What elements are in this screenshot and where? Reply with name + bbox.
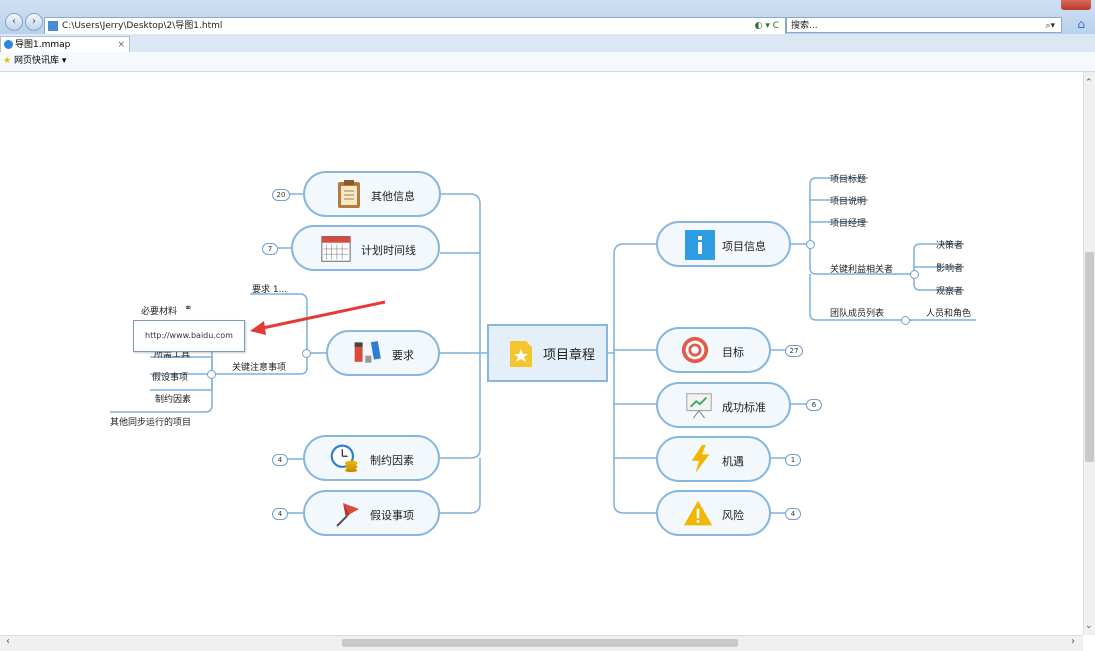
topic-label: 计划时间线: [361, 244, 416, 257]
topic-requirements[interactable]: 要求: [326, 330, 440, 376]
browser-chrome: ‹ › C:\Users\Jerry\Desktop\2\导图1.html ◐ …: [0, 0, 1095, 72]
annotation-arrow: [257, 300, 386, 331]
calendar-icon: [321, 236, 351, 262]
pushpin-icon: [336, 503, 359, 527]
target-icon: [681, 336, 709, 364]
topic-project-info[interactable]: 项目信息: [656, 221, 791, 267]
subtopic[interactable]: 所需工具: [154, 350, 191, 360]
subtopic[interactable]: 制约因素: [155, 395, 192, 405]
document-star-icon: [510, 341, 532, 367]
topic-constraints[interactable]: 制约因素: [303, 435, 440, 481]
topic-label: 其他信息: [371, 190, 415, 203]
clock-coins-icon: [330, 444, 358, 473]
page-icon: [48, 21, 58, 31]
address-text: C:\Users\Jerry\Desktop\2\导图1.html: [62, 21, 223, 31]
clipboard-icon: [338, 180, 360, 208]
topic-label: 目标: [722, 346, 744, 359]
topic-assumptions[interactable]: 假设事项: [303, 490, 440, 536]
subtopic[interactable]: 关键注意事项: [232, 363, 287, 373]
web-slice-gallery[interactable]: 网页快讯库 ▾: [13, 56, 67, 66]
collapse-toggle[interactable]: [207, 370, 216, 379]
topic-label: 风险: [722, 509, 744, 522]
subtopic[interactable]: 项目经理: [830, 219, 867, 229]
topic-label: 成功标准: [722, 401, 766, 414]
topic-other-info[interactable]: 其他信息: [303, 171, 441, 217]
tab-strip: 导图1.mmap ×: [0, 34, 1095, 53]
refresh-icon[interactable]: ◐ ▾ C: [754, 21, 779, 31]
window-close-button[interactable]: [1061, 0, 1091, 10]
topic-label: 项目信息: [722, 240, 766, 253]
horizontal-scrollbar[interactable]: ‹ ›: [0, 635, 1083, 651]
home-icon[interactable]: ⌂: [1077, 17, 1085, 31]
tab-close-icon[interactable]: ×: [117, 40, 125, 50]
search-input[interactable]: 搜索... ⌕▾: [786, 17, 1062, 33]
count-badge[interactable]: 6: [806, 399, 822, 411]
subtopic[interactable]: 人员和角色: [926, 309, 972, 319]
subtopic[interactable]: 关键利益相关者: [830, 265, 894, 275]
markers-icon: [354, 341, 381, 363]
central-topic-label: 项目章程: [543, 348, 596, 363]
topic-label: 要求: [392, 349, 414, 362]
topic-success-criteria[interactable]: 成功标准: [656, 382, 791, 428]
tab-mindmap[interactable]: 导图1.mmap ×: [0, 36, 130, 52]
topic-opportunities[interactable]: 机遇: [656, 436, 771, 482]
count-badge[interactable]: 4: [785, 508, 801, 520]
collapse-toggle[interactable]: [910, 270, 919, 279]
topic-label: 制约因素: [370, 454, 414, 467]
horizontal-scroll-thumb[interactable]: [342, 639, 738, 647]
topic-timeline[interactable]: 计划时间线: [291, 225, 440, 271]
subtopic[interactable]: 影响者: [936, 264, 964, 274]
count-badge[interactable]: 4: [272, 454, 288, 466]
subtopic[interactable]: 项目标题: [830, 175, 867, 185]
vertical-scrollbar[interactable]: ⌃ ⌄: [1083, 72, 1095, 635]
count-badge[interactable]: 1: [785, 454, 801, 466]
scroll-down-icon[interactable]: ⌄: [1085, 621, 1093, 631]
count-badge[interactable]: 20: [272, 189, 290, 201]
count-badge[interactable]: 4: [272, 508, 288, 520]
scroll-left-icon[interactable]: ‹: [6, 636, 10, 647]
forward-button[interactable]: ›: [25, 13, 43, 31]
count-badge[interactable]: 27: [785, 345, 803, 357]
search-icon[interactable]: ⌕▾: [1045, 21, 1055, 31]
ie-icon: [4, 40, 13, 49]
collapse-toggle[interactable]: [806, 240, 815, 249]
topic-label: 机遇: [722, 455, 744, 468]
scroll-right-icon[interactable]: ›: [1071, 636, 1075, 647]
collapse-toggle[interactable]: [302, 349, 311, 358]
address-bar[interactable]: C:\Users\Jerry\Desktop\2\导图1.html ◐ ▾ C: [44, 17, 786, 35]
lightning-icon: [691, 444, 710, 474]
info-icon: [685, 230, 715, 260]
subtopic[interactable]: 要求 1...: [252, 285, 288, 295]
count-badge[interactable]: 7: [262, 243, 278, 255]
search-placeholder: 搜索...: [791, 21, 818, 31]
favorites-bar: ★ 网页快讯库 ▾: [0, 52, 1095, 72]
annotation-arrowhead: [250, 321, 266, 335]
back-button[interactable]: ‹: [5, 13, 23, 31]
subtopic[interactable]: 必要材料: [141, 307, 178, 317]
subtopic[interactable]: 假设事项: [152, 373, 189, 383]
topic-label: 假设事项: [370, 509, 414, 522]
chart-board-icon: [686, 393, 712, 419]
subtopic[interactable]: 观察者: [936, 287, 964, 297]
warning-icon: [683, 500, 713, 526]
subtopic[interactable]: 其他同步运行的项目: [110, 418, 192, 428]
topic-goals[interactable]: 目标: [656, 327, 771, 373]
scroll-up-icon[interactable]: ⌃: [1085, 78, 1093, 88]
tab-title: 导图1.mmap: [15, 40, 71, 50]
central-topic[interactable]: 项目章程: [487, 324, 608, 382]
subtopic[interactable]: 决策者: [936, 241, 964, 251]
subtopic[interactable]: 团队成员列表: [830, 309, 885, 319]
title-bar: ‹ › C:\Users\Jerry\Desktop\2\导图1.html ◐ …: [0, 0, 1095, 35]
page-content: 项目章程 其他信息 20 计划时间线 7 要求 制约因素: [0, 72, 1083, 635]
hyperlink-tooltip[interactable]: http://www.baidu.com: [133, 320, 245, 352]
link-icon[interactable]: ⚭: [184, 303, 193, 314]
collapse-toggle[interactable]: [901, 316, 910, 325]
favorites-star-icon[interactable]: ★: [3, 56, 12, 66]
topic-risks[interactable]: 风险: [656, 490, 771, 536]
vertical-scroll-thumb[interactable]: [1085, 252, 1094, 462]
subtopic[interactable]: 项目说明: [830, 197, 867, 207]
